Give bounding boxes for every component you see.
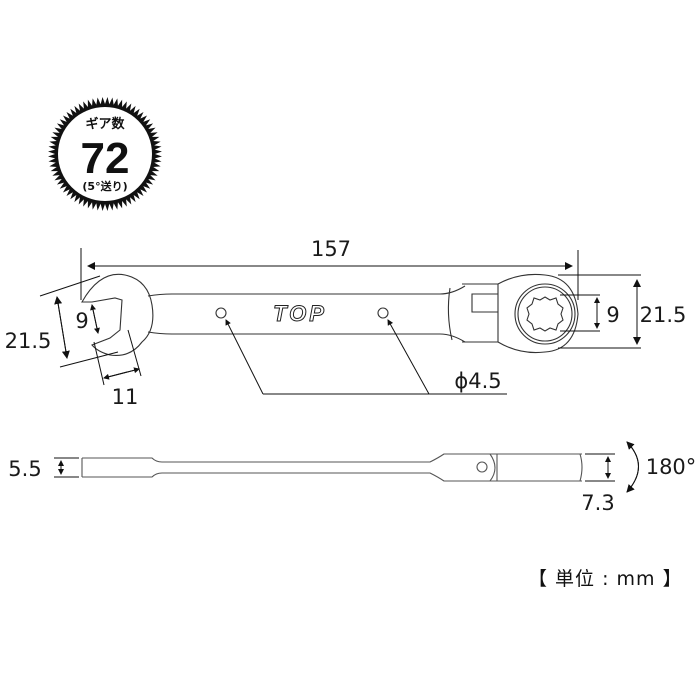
dim-overall-length: 157: [311, 237, 351, 261]
dim-ring-end-outer-width: 21.5: [640, 303, 687, 327]
wrench-top-view: [81, 273, 579, 357]
dim-open-end-thickness: 5.5: [8, 457, 41, 481]
dim-open-end-outer-width: 21.5: [5, 329, 52, 353]
dim-hole-diameter: ϕ4.5: [454, 369, 501, 393]
wrench-side-view: [81, 453, 583, 482]
badge-title: ギア数: [85, 116, 125, 132]
dim-swivel-angle: 180°: [646, 455, 697, 479]
badge-value: 72: [81, 134, 130, 183]
dim-open-end-depth: 11: [112, 385, 139, 409]
dim-ring-end-size: 9: [606, 303, 619, 327]
top-logo: TOP: [273, 301, 327, 326]
hole-right: [377, 307, 389, 319]
badge-subtitle: (5°送り): [82, 179, 127, 193]
unit-note: 【 単位 : mm 】: [528, 568, 683, 590]
hole-left: [215, 307, 227, 319]
gear-count-badge: ギア数 72 (5°送り): [48, 97, 162, 211]
dim-ring-end-thickness: 7.3: [581, 491, 614, 515]
dim-open-end-size: 9: [75, 309, 88, 333]
